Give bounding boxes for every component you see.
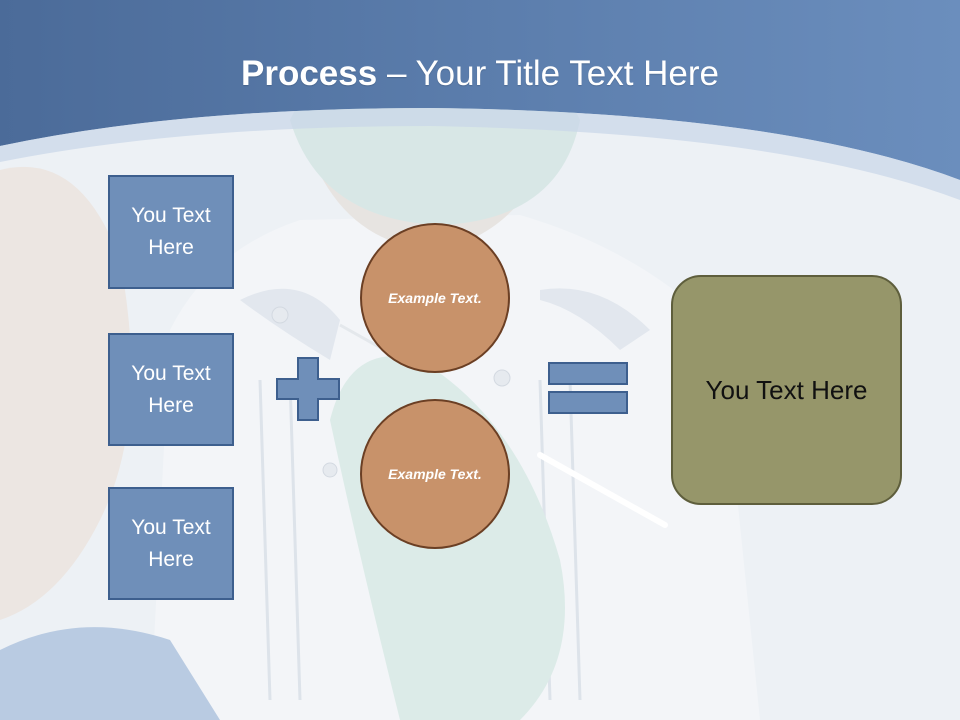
example-circle-2[interactable]: Example Text. <box>360 399 510 549</box>
result-box[interactable]: You Text Here <box>671 275 902 505</box>
equals-icon <box>548 362 628 414</box>
title-bold: Process <box>241 54 378 93</box>
plus-icon <box>276 357 340 421</box>
text-box-label: You Text Here <box>131 515 211 571</box>
circle-label: Example Text. <box>388 465 482 482</box>
text-box-2[interactable]: You Text Here <box>108 333 234 446</box>
title-rest: – Your Title Text Here <box>377 54 719 93</box>
result-label: You Text Here <box>705 374 868 405</box>
slide-title: Process – Your Title Text Here <box>0 52 960 96</box>
header-band <box>0 0 960 200</box>
text-box-label: You Text Here <box>131 361 211 417</box>
circle-label: Example Text. <box>388 289 482 306</box>
text-box-3[interactable]: You Text Here <box>108 487 234 600</box>
example-circle-1[interactable]: Example Text. <box>360 223 510 373</box>
text-box-1[interactable]: You Text Here <box>108 175 234 289</box>
text-box-label: You Text Here <box>131 204 211 259</box>
